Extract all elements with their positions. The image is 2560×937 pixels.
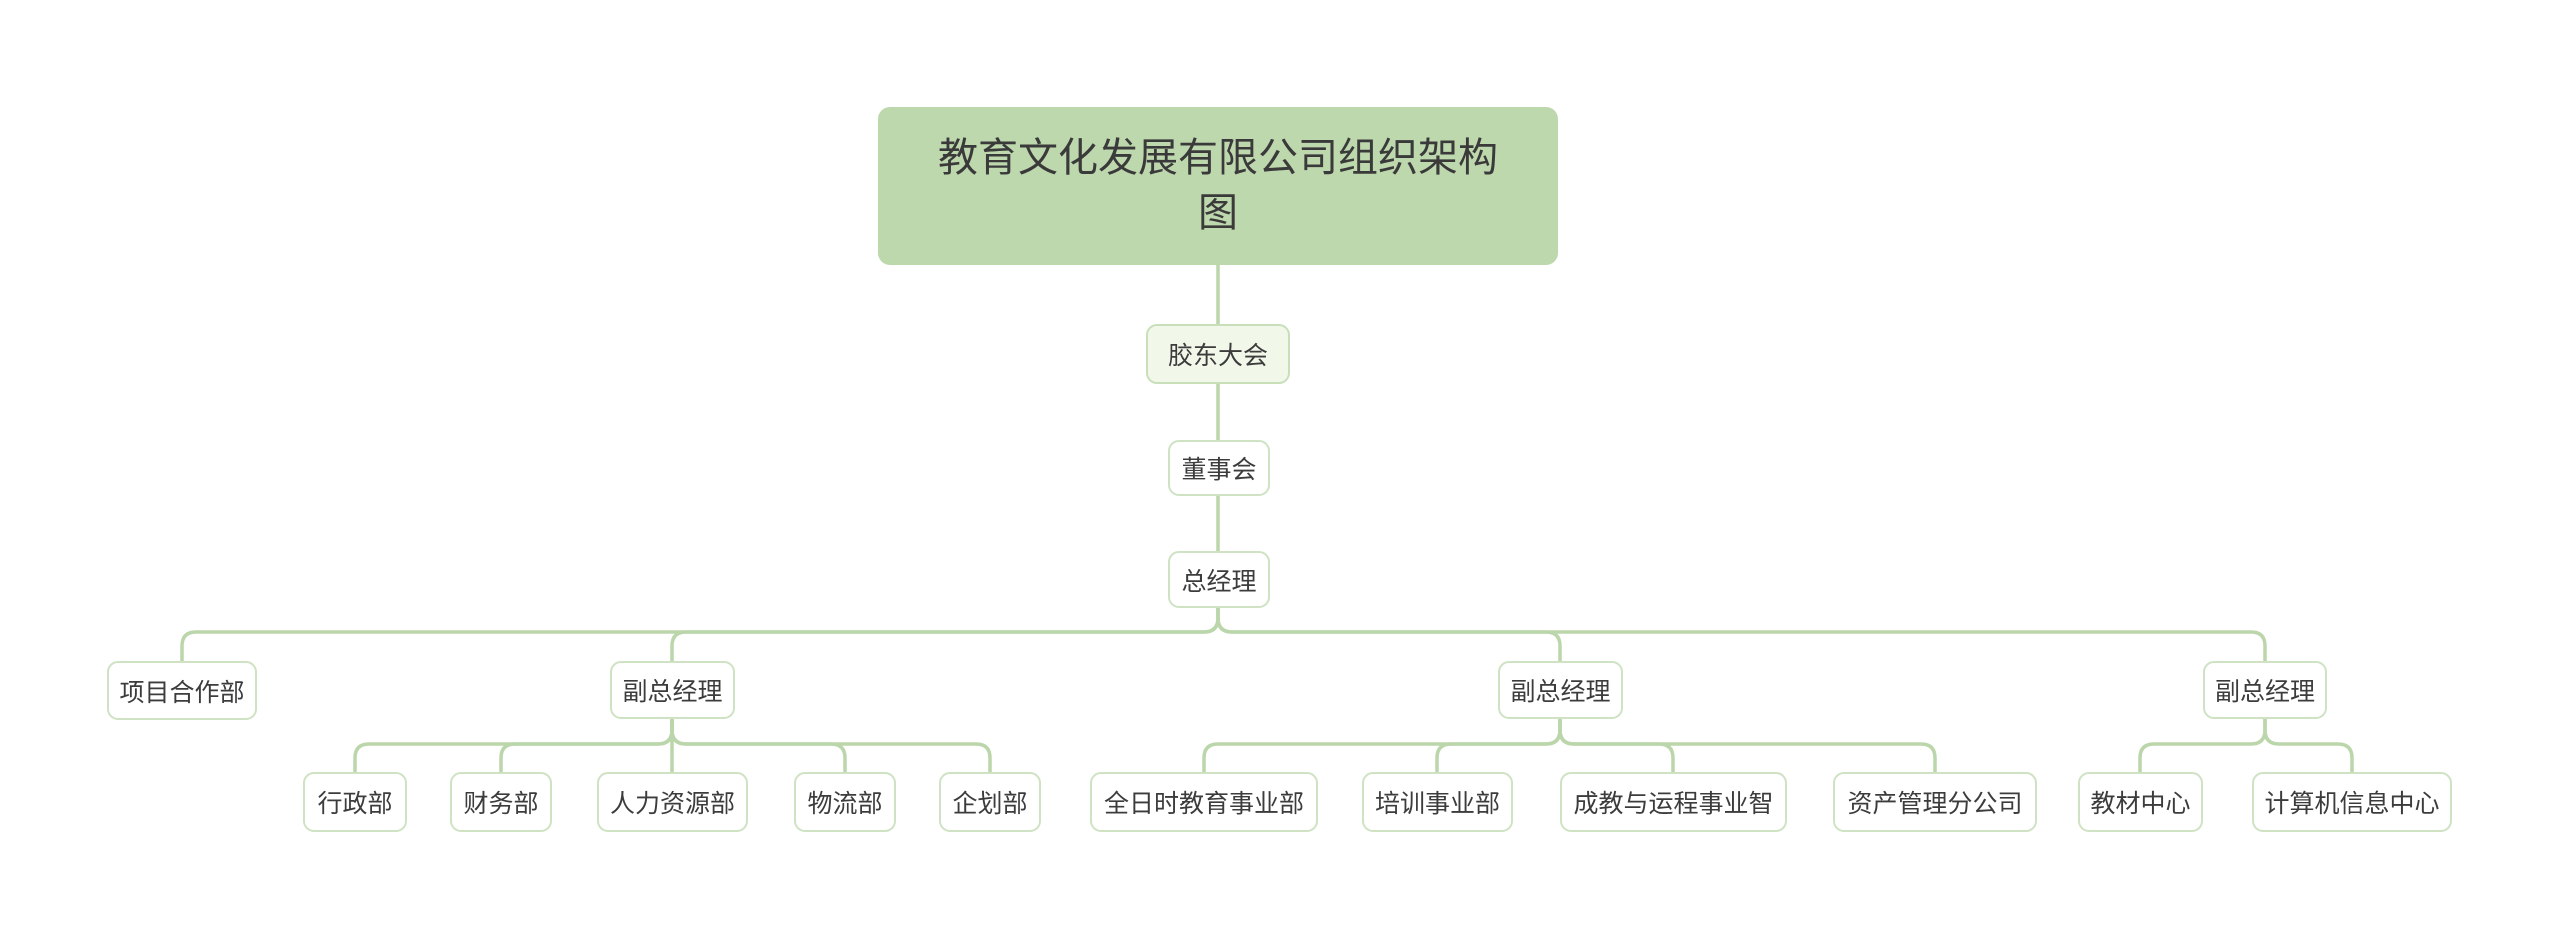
- org-node-asset-management-branch[interactable]: 资产管理分公司: [1833, 772, 2037, 832]
- org-node-planning-dept[interactable]: 企划部: [939, 772, 1041, 832]
- connector-training-division: [1435, 717, 1562, 774]
- connector-vice-general-manager-3: [1216, 606, 2267, 663]
- org-node-general-manager[interactable]: 总经理: [1168, 551, 1270, 608]
- org-node-hr-dept[interactable]: 人力资源部: [597, 772, 748, 832]
- org-node-board-of-directors[interactable]: 董事会: [1168, 440, 1270, 496]
- org-node-logistics-dept[interactable]: 物流部: [794, 772, 896, 832]
- org-node-fulltime-education-division[interactable]: 全日时教育事业部: [1090, 772, 1318, 832]
- connector-asset-management-branch: [1558, 717, 1937, 774]
- connector-computer-information-center: [2263, 717, 2354, 774]
- org-node-training-division[interactable]: 培训事业部: [1362, 772, 1513, 832]
- org-node-shareholders-meeting[interactable]: 胶东大会: [1146, 324, 1290, 384]
- connector-textbook-center: [2138, 717, 2267, 774]
- org-node-textbook-center[interactable]: 教材中心: [2078, 772, 2203, 832]
- org-node-vice-general-manager-1[interactable]: 副总经理: [610, 661, 735, 719]
- org-node-adult-distance-division[interactable]: 成教与运程事业智: [1560, 772, 1787, 832]
- org-node-computer-information-center[interactable]: 计算机信息中心: [2252, 772, 2452, 832]
- org-node-vice-general-manager-3[interactable]: 副总经理: [2203, 661, 2327, 719]
- org-node-project-cooperation-dept[interactable]: 项目合作部: [107, 661, 257, 720]
- connector-vice-general-manager-2: [1216, 606, 1562, 663]
- connector-planning-dept: [670, 717, 992, 774]
- connector-finance-dept: [499, 717, 674, 774]
- connector-vice-general-manager-1: [670, 606, 1220, 663]
- connector-project-cooperation-dept: [180, 606, 1220, 663]
- org-node-finance-dept[interactable]: 财务部: [450, 772, 552, 832]
- org-node-admin-dept[interactable]: 行政部: [303, 772, 407, 832]
- org-node-title[interactable]: 教育文化发展有限公司组织架构图: [878, 107, 1558, 265]
- org-node-vice-general-manager-2[interactable]: 副总经理: [1498, 661, 1623, 719]
